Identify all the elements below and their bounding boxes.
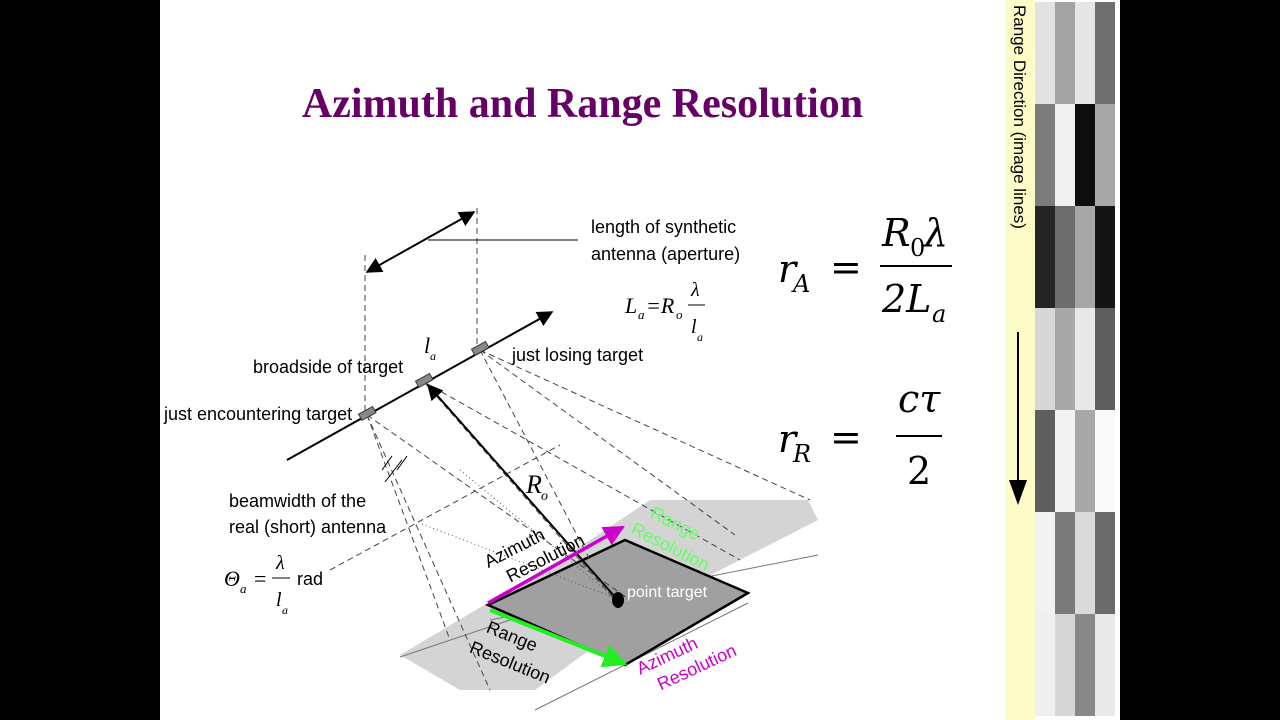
- beamwidth-leader: [384, 459, 403, 483]
- range-direction-arrow: [1009, 332, 1027, 505]
- svg-text:a: a: [697, 330, 703, 344]
- beamwidth-arc: [381, 455, 408, 471]
- grid-cell: [1035, 104, 1055, 206]
- svg-text:o: o: [541, 489, 548, 504]
- pixel-grid: [1035, 2, 1115, 716]
- grid-cell: [1095, 614, 1115, 716]
- svg-text:Θ: Θ: [224, 566, 240, 591]
- svg-text:=R: =R: [646, 293, 675, 318]
- ro-arrow: [426, 383, 616, 598]
- synthetic-length-label-1: length of synthetic: [591, 217, 736, 237]
- svg-text:λ: λ: [275, 552, 285, 574]
- svg-text:λ: λ: [690, 279, 700, 301]
- svg-text:L: L: [624, 293, 637, 318]
- beamwidth-label-2: real (short) antenna: [229, 517, 387, 537]
- svg-text:a: a: [638, 307, 645, 322]
- svg-text:l: l: [691, 316, 697, 338]
- grid-cell: [1055, 2, 1075, 104]
- grid-cell: [1075, 614, 1095, 716]
- grid-cell: [1055, 410, 1075, 512]
- synthetic-aperture-arrow: [365, 211, 476, 273]
- svg-text:=: =: [830, 415, 862, 459]
- grid-cell: [1035, 2, 1055, 104]
- synthetic-length-label-2: antenna (aperture): [591, 244, 740, 264]
- grid-cell: [1075, 512, 1095, 614]
- range-resolution-equation: r R = cτ 2: [778, 377, 942, 493]
- svg-text:2L: 2L: [881, 277, 931, 321]
- grid-cell: [1055, 308, 1075, 410]
- svg-text:l: l: [424, 333, 430, 358]
- grid-cell: [1095, 512, 1115, 614]
- grid-cell: [1095, 206, 1115, 308]
- svg-text:r: r: [778, 417, 799, 461]
- just-encountering-label: just encountering target: [163, 404, 352, 424]
- broadside-label: broadside of target: [253, 357, 403, 377]
- range-resolution-arrow-bottom: [489, 608, 628, 668]
- grid-cell: [1035, 512, 1055, 614]
- la-symbol: l a: [424, 333, 436, 363]
- svg-text:R: R: [792, 440, 811, 468]
- antenna-broadside: [414, 372, 434, 389]
- azimuth-resolution-arrow-top: [487, 525, 625, 605]
- grid-cell: [1075, 206, 1095, 308]
- range-direction-label: Range Direction (image lines): [1010, 5, 1029, 229]
- beamwidth-label-1: beamwidth of the: [229, 491, 366, 511]
- azimuth-resolution-equation: r A = R 0 λ 2L a: [778, 211, 952, 328]
- grid-cell: [1095, 308, 1115, 410]
- grid-cell: [1055, 206, 1075, 308]
- svg-text:cτ: cτ: [898, 377, 941, 421]
- svg-text:o: o: [676, 307, 683, 322]
- svg-text:rad: rad: [297, 569, 323, 589]
- grid-cell: [1095, 410, 1115, 512]
- just-losing-label: just losing target: [511, 345, 643, 365]
- svg-text:=: =: [254, 566, 266, 591]
- point-target-dot: [612, 592, 624, 608]
- svg-text:R: R: [881, 211, 911, 255]
- grid-cell: [1075, 2, 1095, 104]
- grid-cell: [1095, 104, 1115, 206]
- grid-cell: [1075, 104, 1095, 206]
- svg-text:r: r: [778, 247, 799, 291]
- antenna-encountering: [357, 405, 377, 422]
- grid-cell: [1055, 104, 1075, 206]
- svg-text:l: l: [276, 589, 282, 611]
- svg-text:a: a: [430, 349, 436, 363]
- grid-cell: [1075, 410, 1095, 512]
- grid-cell: [1035, 206, 1055, 308]
- grid-cell: [1035, 410, 1055, 512]
- svg-text:λ: λ: [922, 211, 948, 255]
- grid-cell: [1035, 614, 1055, 716]
- ro-label: R o: [525, 470, 548, 504]
- sidebar-label-strip: [1005, 0, 1035, 720]
- antenna-losing: [470, 340, 490, 357]
- point-target-label: point target: [627, 584, 708, 601]
- svg-text:=: =: [830, 245, 862, 289]
- slide-title: Azimuth and Range Resolution: [301, 81, 864, 127]
- svg-text:a: a: [932, 300, 946, 328]
- theta-formula: Θ a = λ l a rad: [224, 552, 323, 617]
- svg-text:a: a: [282, 603, 288, 617]
- svg-text:0: 0: [910, 234, 925, 262]
- svg-text:R: R: [525, 470, 542, 499]
- grid-cell: [1035, 308, 1055, 410]
- svg-text:a: a: [240, 581, 247, 596]
- la-formula: L a =R o λ l a: [624, 279, 705, 344]
- grid-cell: [1095, 2, 1115, 104]
- grid-cell: [1055, 512, 1075, 614]
- beam-lines: [329, 208, 811, 691]
- grid-cell: [1075, 308, 1095, 410]
- grid-cell: [1055, 614, 1075, 716]
- slide: Azimuth and Range Resolution: [160, 0, 1005, 720]
- svg-text:2: 2: [907, 449, 931, 493]
- sar-geometry-diagram: length of synthetic antenna (aperture) L…: [163, 208, 952, 711]
- range-direction-sidebar: Range Direction (image lines): [1005, 0, 1120, 720]
- svg-text:A: A: [791, 270, 810, 298]
